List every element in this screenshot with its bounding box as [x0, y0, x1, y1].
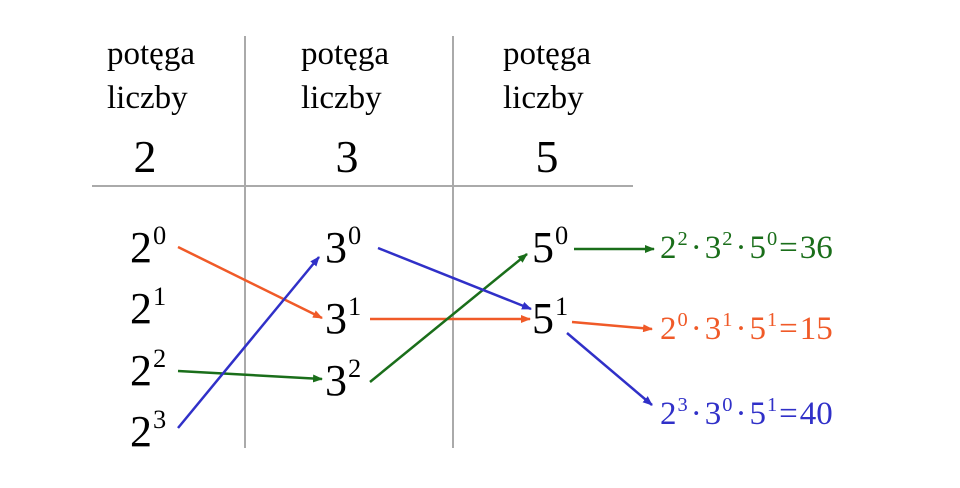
power-2-2: 22: [130, 342, 167, 395]
arrow-blue-2-3-to-3-0: [177, 256, 320, 429]
column-2-header: potęga liczby: [301, 32, 389, 120]
power-5-0: 50: [532, 219, 569, 272]
result-36: 22·32·50=36: [660, 227, 833, 266]
power-2-0: 20: [130, 219, 167, 272]
result-15: 20·31·51=15: [660, 308, 833, 347]
column-1-header-line1: potęga: [107, 36, 195, 72]
column-1-header: potęga liczby: [107, 32, 195, 120]
result-40-value: 40: [799, 396, 833, 432]
arrow-green-3-2-to-5-0: [369, 253, 528, 383]
column-2-base: 3: [335, 131, 359, 182]
column-3-header-line1: potęga: [503, 36, 591, 72]
power-3-2: 32: [325, 352, 362, 405]
result-36-value: 36: [799, 230, 833, 266]
arrow-blue-3-0-to-5-1: [377, 246, 532, 311]
arrow-blue-5-1-to-result: [566, 332, 653, 406]
arrow-orange-5-1-to-result: [571, 320, 653, 333]
arrow-orange-2-0-to-3-1: [177, 245, 323, 320]
arrow-green-2-2-to-3-2: [177, 369, 323, 383]
column-3-header-line2: liczby: [503, 80, 584, 116]
power-3-0: 30: [325, 219, 362, 272]
column-3-header: potęga liczby: [503, 32, 591, 120]
column-2-header-line1: potęga: [301, 36, 389, 72]
result-40: 23·30·51=40: [660, 393, 833, 432]
column-1-header-line2: liczby: [107, 80, 188, 116]
column-1-base: 2: [133, 131, 157, 182]
result-15-value: 15: [799, 311, 833, 347]
power-2-3: 23: [130, 403, 167, 456]
power-3-1: 31: [325, 290, 362, 343]
column-2-header-line2: liczby: [301, 80, 382, 116]
power-5-1: 51: [532, 290, 569, 343]
column-3-base: 5: [535, 131, 559, 182]
power-2-1: 21: [130, 280, 167, 333]
